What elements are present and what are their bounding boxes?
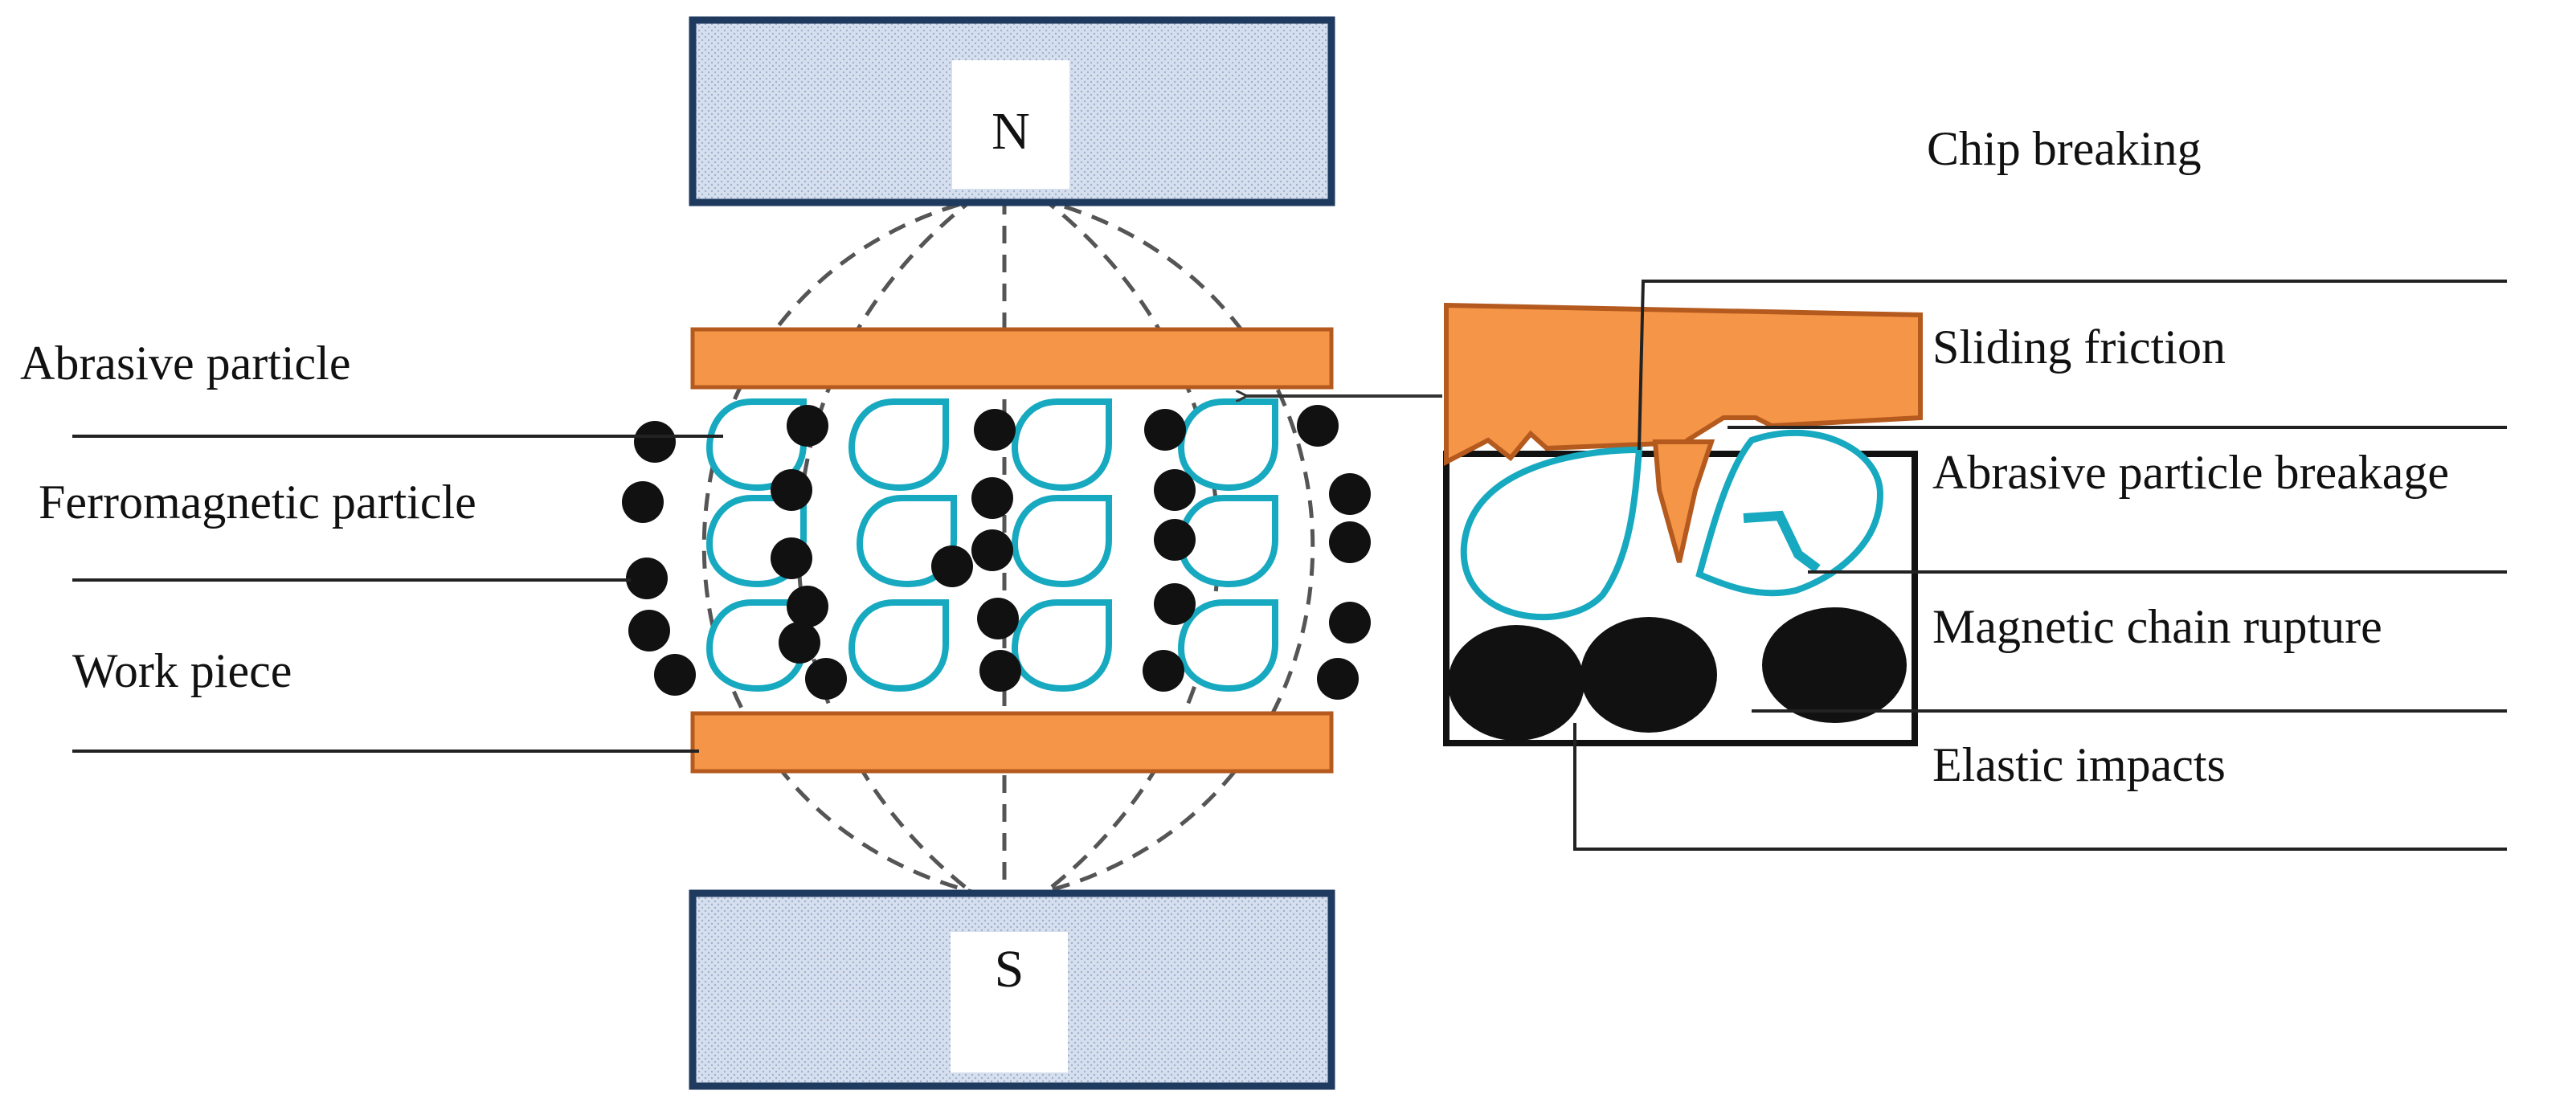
abrasive-particle: [1177, 398, 1278, 492]
detail-ferro-2: [1580, 617, 1717, 733]
leader-elastic-impacts: [1573, 723, 2507, 851]
ferromagnetic-particle: [628, 610, 670, 652]
label-sliding-friction: Sliding friction: [1932, 321, 2226, 374]
south-magnet: S: [689, 889, 1335, 1090]
south-pole-label: S: [995, 940, 1024, 999]
detail-ferro-3: [1762, 607, 1907, 723]
ferromagnetic-particle: [931, 545, 973, 587]
leader-chip-breaking: [1638, 280, 2507, 451]
ferromagnetic-particle: [974, 409, 1016, 451]
ferromagnetic-particle: [1154, 469, 1196, 511]
abrasive-particle: [1011, 599, 1112, 692]
top-plate: [690, 327, 1334, 390]
ferromagnetic-particle: [1143, 650, 1184, 692]
right-leader-lines: [1573, 280, 2507, 851]
ferromagnetic-particle: [979, 650, 1021, 692]
ferromagnetic-particle: [1154, 519, 1196, 561]
detail-abrasive-breaking: [1695, 429, 1884, 597]
bottom-plate: [690, 711, 1334, 774]
ferromagnetic-particle: [1297, 405, 1339, 447]
detail-abrasive-large: [1460, 446, 1643, 620]
abrasive-particle: [1011, 398, 1112, 492]
ferromagnetic-particle: [805, 658, 847, 700]
ferromagnetic-particle: [779, 622, 820, 664]
detail-crack: [1743, 510, 1821, 573]
detail-view: [1443, 302, 1923, 746]
ferromagnetic-particle: [787, 586, 828, 627]
abrasive-particle: [848, 599, 949, 692]
detail-plate: [1444, 302, 1923, 466]
ferromagnetic-particle: [971, 529, 1013, 571]
label-ferromagnetic-particle: Ferromagnetic particle: [39, 476, 476, 529]
abrasive-particle: [848, 398, 949, 492]
ferromagnetic-particle: [1317, 658, 1359, 700]
ferromagnetic-particle: [771, 537, 812, 579]
ferromagnetic-particle: [771, 469, 812, 511]
label-abrasive-particle: Abrasive particle: [20, 337, 350, 390]
detail-ferro-1: [1448, 625, 1584, 741]
ferromagnetic-particle: [1329, 473, 1371, 515]
north-pole-label: N: [992, 102, 1030, 161]
ferromagnetic-particle: [1144, 409, 1186, 451]
ferromagnetic-particle: [622, 481, 664, 523]
abrasive-particle: [1011, 495, 1112, 588]
label-chip-breaking: Chip breaking: [1927, 122, 2202, 175]
ferromagnetic-particle: [654, 654, 696, 696]
abrasive-particle: [1177, 599, 1278, 692]
ferromagnetic-particle: [626, 558, 668, 599]
label-magnetic-chain-rupture: Magnetic chain rupture: [1932, 600, 2382, 653]
north-magnet: N: [689, 16, 1335, 206]
ferromagnetic-particle: [787, 405, 828, 447]
ferromagnetic-particle: [971, 477, 1013, 519]
ferromagnetic-particle: [1329, 521, 1371, 563]
ferromagnetic-particles: [622, 405, 1371, 700]
ferromagnetic-particle: [977, 598, 1019, 639]
left-leader-lines: [72, 435, 723, 753]
ferromagnetic-particle: [634, 421, 676, 463]
ferromagnetic-particle: [1154, 583, 1196, 625]
abrasive-particle: [705, 599, 807, 692]
abrasive-particle: [1177, 495, 1278, 588]
ferromagnetic-particle: [1329, 602, 1371, 643]
label-elastic-impacts: Elastic impacts: [1932, 738, 2226, 791]
label-work-piece: Work piece: [72, 644, 292, 697]
label-abrasive-particle-breakage: Abrasive particle breakage: [1932, 446, 2449, 499]
detail-broken-tip: [1652, 439, 1715, 563]
